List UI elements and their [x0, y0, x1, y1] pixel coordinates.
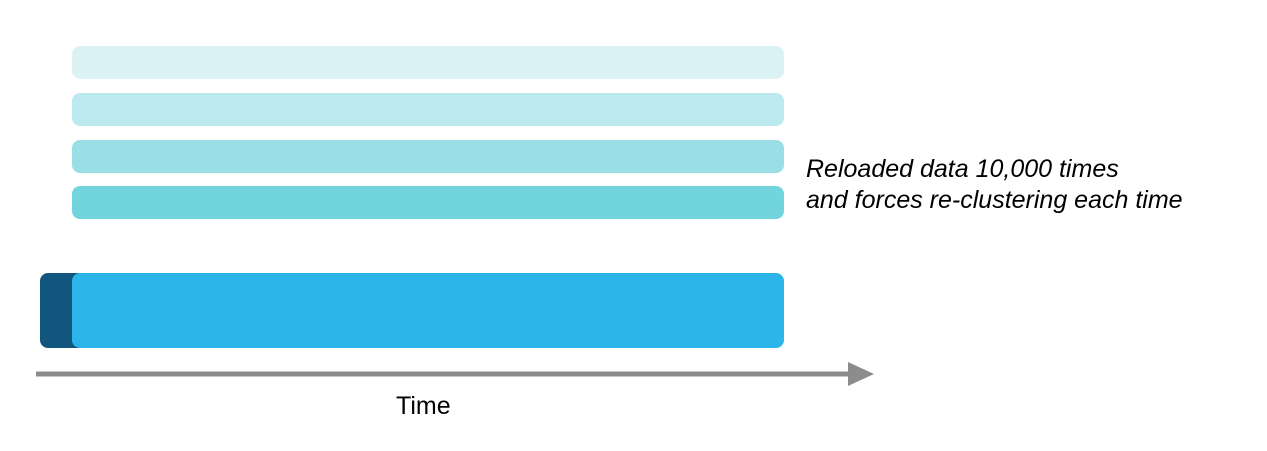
- reload-bar: [72, 46, 784, 79]
- annotation-line-1: Reloaded data 10,000 times: [806, 155, 1119, 183]
- reload-bar: [72, 186, 784, 219]
- arrow-right-icon: [848, 362, 874, 386]
- main-process-bar-group: [40, 273, 784, 348]
- main-process-bar: [72, 273, 784, 348]
- annotation-line-2: and forces re-clustering each time: [806, 186, 1183, 214]
- reload-bar: [72, 93, 784, 126]
- reload-annotation: Reloaded data 10,000 times and forces re…: [806, 154, 1183, 216]
- time-axis-label: Time: [396, 392, 451, 420]
- reload-bar: [72, 140, 784, 173]
- time-axis: [36, 362, 874, 386]
